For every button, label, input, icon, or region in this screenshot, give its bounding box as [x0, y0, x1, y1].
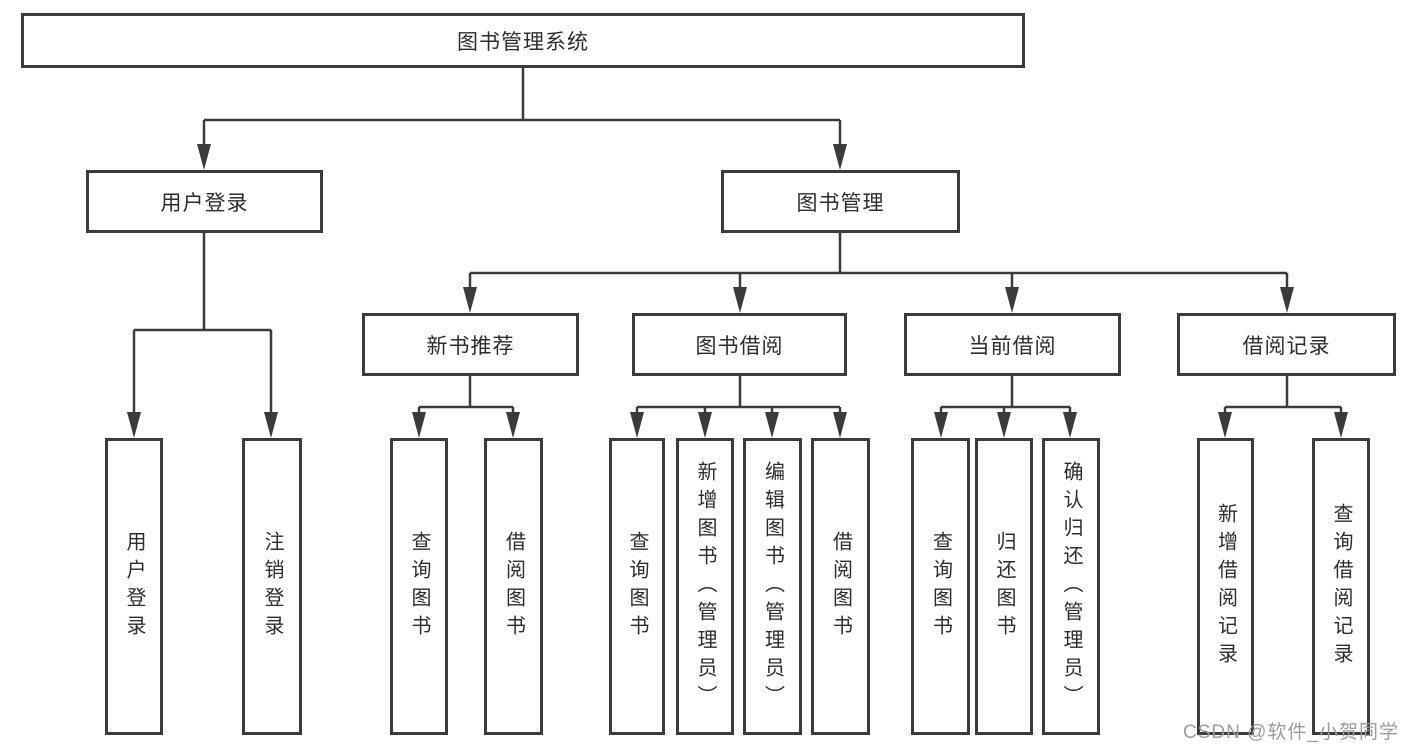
leaf-borrow-books-recommend-label: 借阅图书 — [502, 530, 525, 643]
leaf-borrow-books: 借阅图书 — [811, 438, 870, 735]
leaf-borrow-books-recommend: 借阅图书 — [484, 438, 543, 735]
leaf-query-books-recommend: 查询图书 — [390, 438, 448, 735]
leaf-add-books-admin-label: 新增图书（管理员） — [694, 460, 716, 713]
connector-book-borrow-children — [635, 376, 842, 415]
node-book-management-label: 图书管理 — [796, 191, 885, 215]
connector-borrow-records-children — [1223, 376, 1343, 415]
node-book-borrow-label: 图书借阅 — [695, 334, 784, 358]
connector-book-management-children — [468, 233, 1289, 291]
node-current-borrow-label: 当前借阅 — [968, 334, 1057, 358]
leaf-logout: 注销登录 — [242, 438, 302, 735]
node-borrow-records: 借阅记录 — [1177, 313, 1396, 376]
leaf-add-books-admin: 新增图书（管理员） — [676, 438, 734, 735]
leaf-logout-label: 注销登录 — [261, 530, 283, 643]
leaf-query-books-borrow-label: 查询图书 — [626, 530, 648, 643]
node-borrow-records-label: 借阅记录 — [1242, 334, 1331, 358]
node-book-management: 图书管理 — [721, 170, 960, 233]
leaf-user-login-label: 用户登录 — [123, 530, 145, 643]
node-user-login-label: 用户登录 — [160, 191, 249, 215]
leaf-query-borrow-record-label: 查询借阅记录 — [1330, 502, 1352, 671]
leaf-confirm-return-admin: 确认归还（管理员） — [1042, 438, 1100, 735]
leaf-query-books-current: 查询图书 — [911, 438, 970, 735]
arrowheads — [127, 144, 1348, 438]
connector-current-borrow-children — [939, 376, 1072, 415]
leaf-borrow-books-label: 借阅图书 — [829, 530, 852, 643]
leaf-query-books-recommend-label: 查询图书 — [408, 530, 430, 643]
node-book-borrow: 图书借阅 — [632, 313, 847, 376]
leaf-return-books: 归还图书 — [975, 438, 1033, 735]
leaf-query-books-current-label: 查询图书 — [929, 530, 952, 643]
connector-new-book-recommend-children — [417, 376, 515, 415]
connector-user-login-children — [132, 233, 273, 414]
leaf-add-borrow-record: 新增借阅记录 — [1197, 438, 1254, 735]
node-library-system: 图书管理系统 — [21, 13, 1025, 68]
node-current-borrow: 当前借阅 — [904, 313, 1121, 376]
leaf-edit-books-admin: 编辑图书（管理员） — [743, 438, 802, 735]
leaf-query-books-borrow: 查询图书 — [609, 438, 665, 735]
node-new-book-recommend-label: 新书推荐 — [426, 334, 515, 358]
node-library-system-label: 图书管理系统 — [457, 30, 589, 54]
leaf-return-books-label: 归还图书 — [993, 530, 1015, 643]
connector-root-to-level2 — [202, 68, 842, 148]
leaf-confirm-return-admin-label: 确认归还（管理员） — [1060, 460, 1082, 713]
leaf-query-borrow-record: 查询借阅记录 — [1312, 438, 1370, 735]
node-user-login: 用户登录 — [86, 170, 323, 233]
node-new-book-recommend: 新书推荐 — [362, 313, 579, 376]
leaf-user-login: 用户登录 — [105, 438, 163, 735]
leaf-edit-books-admin-label: 编辑图书（管理员） — [761, 460, 784, 713]
leaf-add-borrow-record-label: 新增借阅记录 — [1214, 502, 1237, 671]
csdn-watermark: CSDN @软件_小贺同学 — [1183, 722, 1399, 743]
